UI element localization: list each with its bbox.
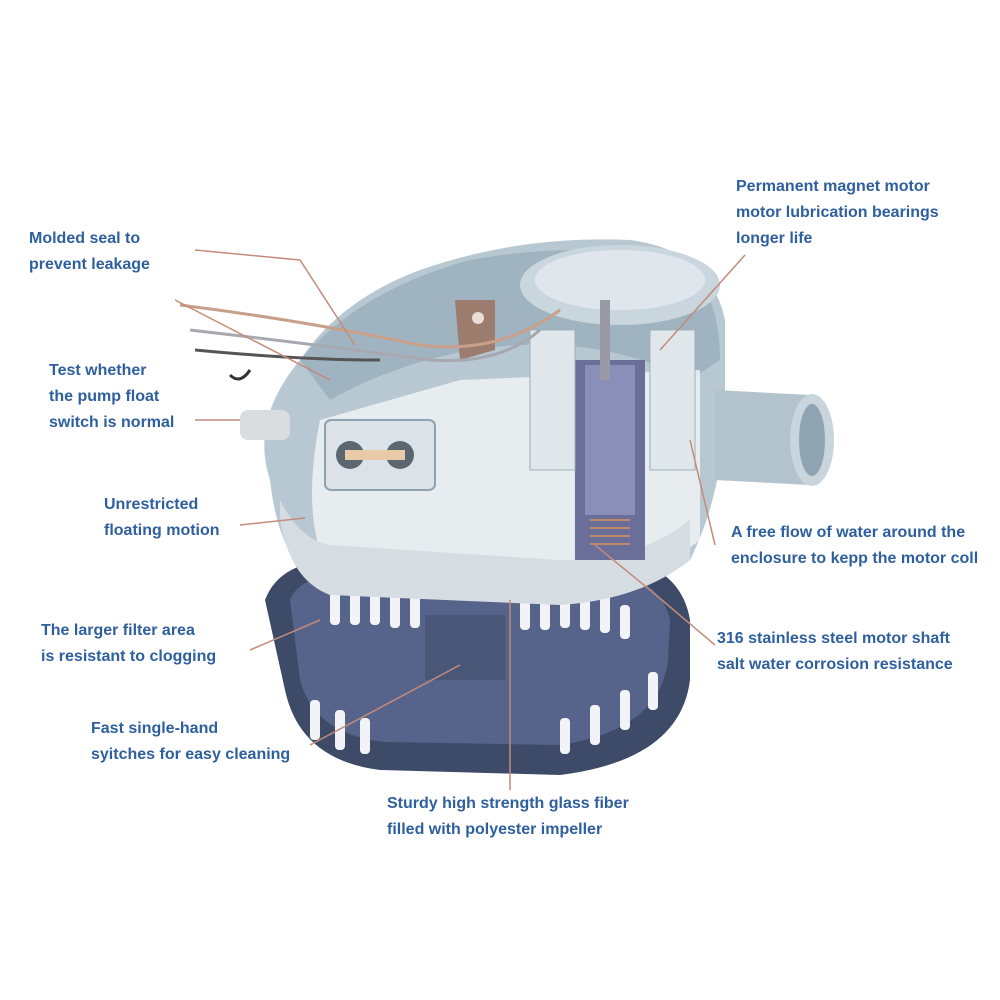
callout-single-hand: Fast single-hand syitches for easy clean… bbox=[91, 716, 290, 768]
callout-line: prevent leakage bbox=[29, 256, 150, 273]
callout-line: Permanent magnet motor bbox=[736, 178, 930, 195]
callout-line: 316 stainless steel motor shaft bbox=[717, 630, 950, 647]
callout-filter-area: The larger filter area is resistant to c… bbox=[41, 618, 216, 670]
switch-plug bbox=[240, 410, 290, 440]
callout-motor-shaft: 316 stainless steel motor shaft salt wat… bbox=[717, 626, 953, 678]
callout-line: the pump float bbox=[49, 388, 160, 405]
callout-molded-seal: Molded seal to prevent leakage bbox=[29, 226, 150, 278]
callout-line: filled with polyester impeller bbox=[387, 821, 603, 838]
callout-impeller: Sturdy high strength glass fiber filled … bbox=[387, 791, 629, 843]
callout-line: is resistant to clogging bbox=[41, 648, 217, 665]
callout-line: Sturdy high strength glass fiber bbox=[387, 795, 629, 812]
power-wires bbox=[179, 303, 561, 381]
callout-line: The larger filter area bbox=[41, 622, 195, 639]
callout-float-switch-test: Test whether the pump float switch is no… bbox=[49, 358, 174, 436]
callout-line: Test whether bbox=[49, 362, 147, 379]
callout-line: Molded seal to bbox=[29, 230, 141, 247]
callout-line: motor lubrication bearings bbox=[736, 204, 939, 221]
callout-line: enclosure to kepp the motor coll bbox=[731, 550, 979, 567]
callout-line: longer life bbox=[736, 230, 813, 247]
callout-magnet-motor: Permanent magnet motor motor lubrication… bbox=[736, 174, 939, 252]
callout-water-flow: A free flow of water around the enclosur… bbox=[731, 520, 978, 572]
callout-line: Unrestricted bbox=[104, 496, 199, 513]
callout-line: switch is normal bbox=[49, 414, 175, 431]
callout-floating-motion: Unrestricted floating motion bbox=[104, 492, 220, 544]
callout-line: syitches for easy cleaning bbox=[91, 746, 291, 763]
callout-line: A free flow of water around the bbox=[731, 524, 966, 541]
callout-line: floating motion bbox=[104, 522, 220, 539]
leader-lines bbox=[174, 249, 746, 790]
callout-line: Fast single-hand bbox=[91, 720, 219, 737]
pump-housing bbox=[264, 239, 834, 605]
callout-line: salt water corrosion resistance bbox=[717, 656, 953, 673]
